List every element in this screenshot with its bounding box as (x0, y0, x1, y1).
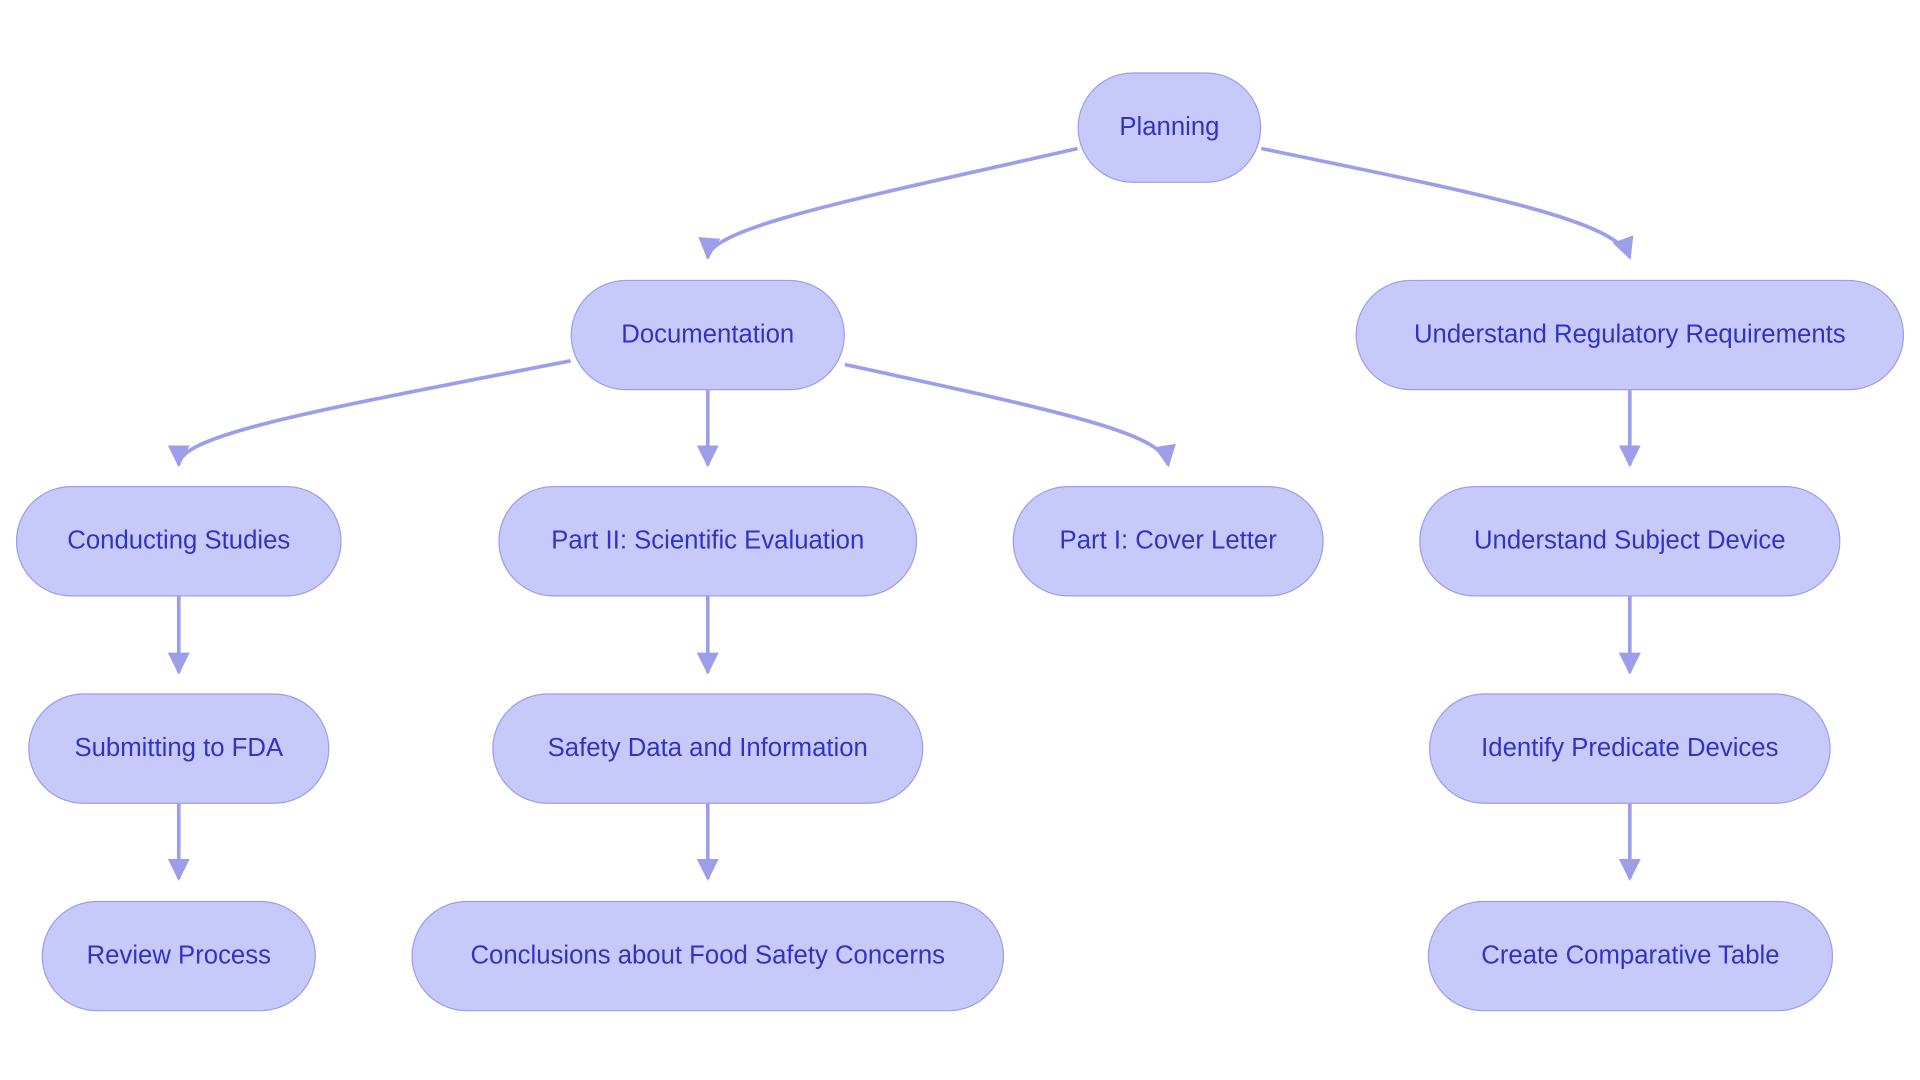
node-understand-subject-device[interactable]: Understand Subject Device (1419, 486, 1841, 597)
node-conclusions-about-food-safety-concerns-label: Conclusions about Food Safety Concerns (470, 941, 946, 970)
node-submitting-to-fda[interactable]: Submitting to FDA (28, 693, 330, 804)
node-understand-subject-device-label: Understand Subject Device (1473, 526, 1786, 555)
node-create-comparative-table[interactable]: Create Comparative Table (1427, 900, 1834, 1012)
node-conducting-studies-label: Conducting Studies (67, 526, 291, 555)
node-create-comparative-table-label: Create Comparative Table (1481, 941, 1780, 970)
node-safety-data-and-information[interactable]: Safety Data and Information (492, 693, 924, 804)
node-conclusions-about-food-safety-concerns[interactable]: Conclusions about Food Safety Concerns (411, 900, 1005, 1012)
edge-planning-documentation (698, 146, 1078, 260)
node-identify-predicate-devices-label: Identify Predicate Devices (1481, 733, 1779, 763)
node-identify-predicate-devices[interactable]: Identify Predicate Devices (1428, 693, 1831, 804)
node-part-ii-scientific-evaluation-label: Part II: Scientific Evaluation (551, 526, 865, 555)
edge-planning-regulatory (1260, 146, 1634, 260)
node-planning[interactable]: Planning (1077, 72, 1262, 183)
node-part-ii-scientific-evaluation[interactable]: Part II: Scientific Evaluation (498, 486, 918, 597)
node-submitting-to-fda-label: Submitting to FDA (74, 733, 284, 763)
node-documentation-label: Documentation (621, 320, 795, 349)
node-review-process-label: Review Process (86, 941, 271, 970)
node-safety-data-and-information-label: Safety Data and Information (547, 733, 868, 763)
node-planning-label: Planning (1119, 112, 1220, 142)
node-review-process[interactable]: Review Process (41, 900, 316, 1012)
edge-documentation-part1 (844, 362, 1176, 468)
node-understand-regulatory-requirements-label: Understand Regulatory Requirements (1413, 320, 1846, 349)
node-understand-regulatory-requirements[interactable]: Understand Regulatory Requirements (1355, 279, 1905, 391)
node-documentation[interactable]: Documentation (570, 279, 845, 391)
node-part-i-cover-letter-label: Part I: Cover Letter (1059, 526, 1277, 555)
node-conducting-studies[interactable]: Conducting Studies (15, 486, 342, 597)
node-part-i-cover-letter[interactable]: Part I: Cover Letter (1012, 486, 1324, 597)
edge-documentation-conducting (167, 359, 571, 468)
